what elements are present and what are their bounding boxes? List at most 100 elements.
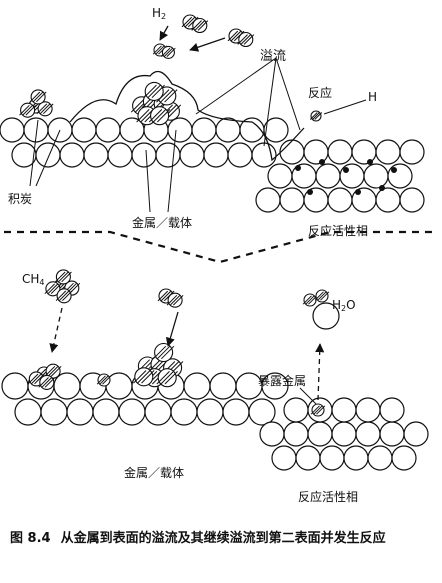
support-sphere — [1, 372, 29, 400]
ch4-label: CH4 — [22, 272, 45, 287]
active-sphere — [391, 445, 417, 471]
active-sphere — [355, 397, 381, 423]
ch4-molecule-hatch — [50, 283, 62, 295]
h2-molecule-hatch — [181, 16, 193, 28]
h2-molecule-hatch — [161, 47, 171, 57]
ch4-molecule-hatch — [61, 271, 72, 283]
metal-support-label-top: 金属／载体 — [132, 216, 193, 230]
support-sphere — [261, 372, 289, 400]
support-sphere — [222, 398, 250, 426]
support-sphere — [227, 142, 253, 168]
active-sphere — [315, 163, 341, 189]
support-sphere — [118, 398, 146, 426]
exposed-metal-label: 暴露金属 — [258, 374, 307, 388]
h2-molecule-bottom-hatch — [160, 290, 172, 302]
metal-crystallite-small-hatch — [44, 365, 56, 377]
spillover-label: 溢流 — [260, 49, 287, 64]
coke-particles-hatch — [36, 103, 48, 115]
h2-molecule-hatch — [152, 45, 162, 55]
metal-support-label-bottom: 金属／载体 — [124, 466, 185, 480]
support-sphere — [92, 398, 120, 426]
active-sphere — [327, 139, 353, 165]
spillover-pointer — [275, 57, 301, 131]
ch4-arrow — [49, 307, 63, 353]
ch4-molecule-hatch — [61, 290, 73, 302]
exposed-metal-pointer — [299, 387, 317, 405]
interstitial-h-atom — [295, 165, 301, 171]
figure-number: 图 8.4 — [10, 531, 51, 546]
h2-molecule-hatch — [184, 16, 196, 28]
active-sphere — [271, 445, 297, 471]
spillover-pointer — [263, 57, 277, 147]
active-sphere — [375, 187, 401, 213]
h2-molecule-hatch — [237, 34, 248, 45]
active-sphere — [259, 421, 285, 447]
support-sphere — [196, 398, 224, 426]
active-phase-label-bottom: 反应活性相 — [298, 490, 359, 504]
h2-molecule-bottom-hatch — [166, 294, 178, 306]
support-sphere — [179, 142, 205, 168]
metal-crystallite-bottom-hatch — [164, 371, 178, 385]
coke-particles-hatch — [22, 104, 33, 116]
metal-crystallite-top-hatch — [156, 109, 171, 123]
h2-adsorption-arrow — [189, 37, 226, 52]
ch4-molecule-hatch — [54, 271, 66, 283]
metal-crystallite-small-hatch — [31, 373, 42, 385]
metal-crystallite-top-hatch — [136, 109, 150, 123]
h2-label-top: H2 — [152, 6, 166, 21]
metal-crystallite-bottom-hatch — [160, 345, 175, 360]
metal-crystallite-top-hatch — [143, 84, 157, 99]
spillover-pointer — [195, 57, 277, 115]
metal-crystallite-small-hatch — [34, 373, 45, 385]
spillover-diagram — [0, 14, 436, 471]
metal-crystallite-small-hatch — [27, 373, 39, 385]
metal-crystallite-small-hatch — [41, 377, 53, 388]
active-sphere — [283, 421, 309, 447]
support-sphere — [0, 117, 25, 143]
coke-particles-hatch — [42, 103, 54, 115]
active-sphere — [283, 397, 309, 423]
metal-crystallite-bottom-hatch — [156, 371, 170, 385]
top-active-phase-spheres — [255, 139, 425, 213]
h2o-label-tail: O — [346, 298, 356, 312]
spilled-h-atom-hatch — [314, 112, 323, 120]
h2-adsorption-arrow — [159, 25, 169, 41]
h2-molecule-hatch — [227, 30, 239, 42]
ch4-molecule-hatch — [47, 283, 59, 295]
coke-pointer — [29, 119, 39, 187]
h2o-label-text: H — [332, 298, 342, 312]
ch4-label-sub: 4 — [39, 278, 45, 287]
interstitial-h-atom — [307, 189, 313, 195]
ch4-molecule-hatch — [58, 271, 69, 283]
support-sphere — [251, 142, 277, 168]
h2-label-top-text: H — [152, 6, 162, 20]
coke-particles-hatch — [32, 91, 44, 103]
metal-support-pointer — [167, 129, 177, 213]
active-sphere — [363, 163, 389, 189]
exposed-metal-site-hatch — [310, 405, 320, 415]
h2o-hydrogen-hatch — [305, 295, 315, 305]
h2o-hydrogen-hatch — [302, 295, 312, 305]
interstitial-h-atom — [391, 167, 397, 173]
metal-particle-small-hatch — [102, 375, 112, 385]
reaction-label: 反应 — [308, 86, 333, 100]
ch4-molecule-hatch — [58, 290, 70, 302]
active-sphere — [339, 163, 365, 189]
active-sphere — [367, 445, 393, 471]
coke-label: 积炭 — [8, 192, 33, 206]
exposed-metal-site-hatch — [316, 405, 326, 415]
panel-separator — [4, 230, 436, 264]
h2o-hydrogen-hatch — [314, 291, 324, 301]
active-sphere — [279, 139, 305, 165]
active-sphere — [331, 397, 357, 423]
support-sphere — [155, 142, 181, 168]
active-sphere — [295, 445, 321, 471]
metal-crystallite-small-hatch — [44, 377, 56, 388]
metal-crystallite-top-hatch — [164, 89, 178, 103]
metal-crystallite-small-hatch — [47, 365, 59, 377]
coke-particles-hatch — [29, 91, 41, 103]
interstitial-h-atom — [319, 159, 325, 165]
active-sphere — [379, 397, 405, 423]
metal-crystallite-top-hatch — [167, 104, 182, 118]
